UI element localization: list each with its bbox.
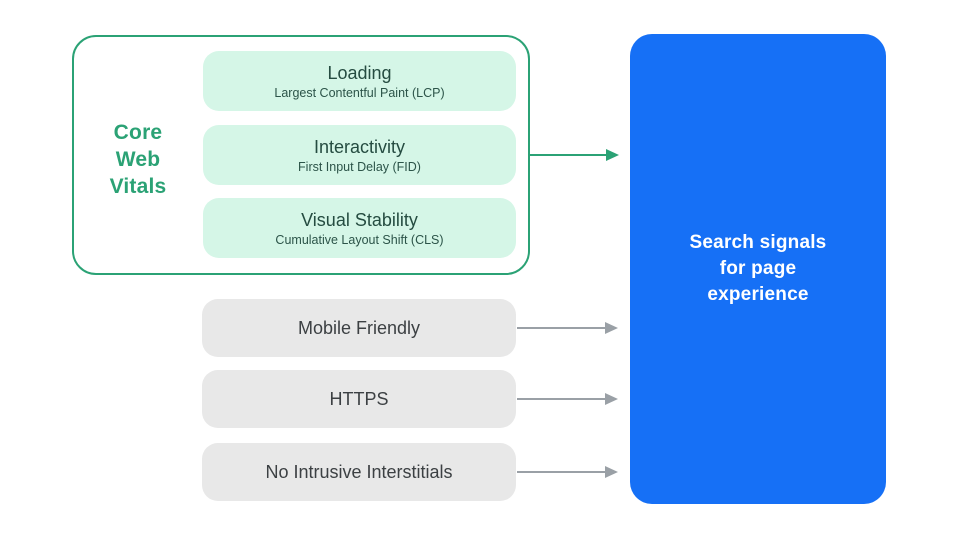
core-web-vitals-label-line-3: Vitals (109, 175, 167, 198)
arrow-core-web-vitals (530, 149, 619, 161)
search-signals-label-line-3: experience (707, 284, 809, 305)
search-signals-box: Search signals for page experience (630, 34, 886, 504)
arrow-head-icon (605, 322, 618, 334)
metric-title: Interactivity (313, 136, 406, 157)
signal-label: No Intrusive Interstitials (265, 461, 453, 482)
arrow-head-icon (605, 466, 618, 478)
arrow-mobile-friendly (517, 322, 618, 334)
metric-subtitle: Cumulative Layout Shift (CLS) (275, 232, 444, 247)
arrow-line (517, 471, 606, 473)
metric-title: Visual Stability (301, 209, 418, 230)
arrow-line (517, 327, 606, 329)
arrow-head-icon (605, 393, 618, 405)
signal-label: Mobile Friendly (297, 317, 421, 338)
signal-label: HTTPS (329, 388, 389, 409)
core-web-vitals-label-line-1: Core (113, 121, 163, 144)
arrow-https (517, 393, 618, 405)
metric-subtitle: First Input Delay (FID) (298, 159, 421, 174)
metric-box-loading: Loading Largest Contentful Paint (LCP) (203, 51, 516, 111)
signal-box-https: HTTPS (202, 370, 516, 428)
arrow-line (530, 154, 607, 156)
metric-subtitle: Largest Contentful Paint (LCP) (274, 85, 445, 100)
search-signals-label-line-1: Search signals (689, 232, 827, 253)
core-web-vitals-label: Core Web Vitals (72, 119, 204, 200)
arrow-line (517, 398, 606, 400)
arrow-head-icon (606, 149, 619, 161)
arrow-no-intrusive-interstitials (517, 466, 618, 478)
signal-box-mobile-friendly: Mobile Friendly (202, 299, 516, 357)
metric-title: Loading (327, 62, 392, 83)
metric-box-interactivity: Interactivity First Input Delay (FID) (203, 125, 516, 185)
signal-box-no-intrusive-interstitials: No Intrusive Interstitials (202, 443, 516, 501)
search-signals-label-line-2: for page (719, 258, 797, 279)
metric-box-visual-stability: Visual Stability Cumulative Layout Shift… (203, 198, 516, 258)
core-web-vitals-label-line-2: Web (115, 148, 161, 171)
